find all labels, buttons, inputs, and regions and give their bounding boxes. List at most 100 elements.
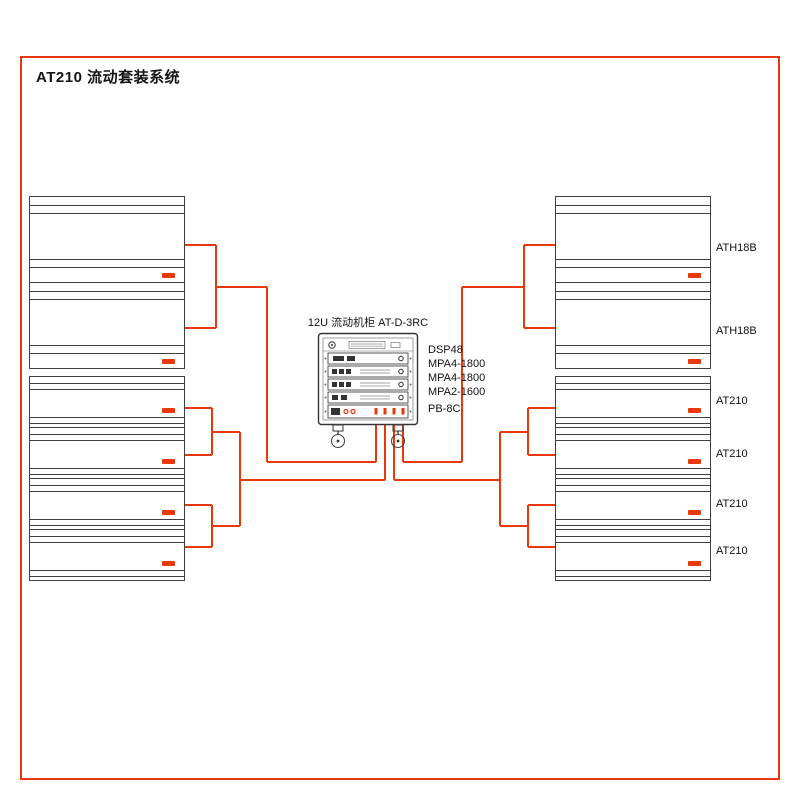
speaker-label: ATH18B bbox=[716, 242, 757, 254]
grill-line bbox=[30, 291, 184, 292]
speaker-stack-right-bottom bbox=[555, 376, 711, 581]
grill-line bbox=[30, 468, 184, 469]
grill-line bbox=[556, 468, 710, 469]
grill-line bbox=[30, 353, 184, 354]
grill-line bbox=[30, 570, 184, 571]
grill-line bbox=[30, 536, 184, 537]
power-socket bbox=[343, 408, 349, 415]
rack-unit-mpa2-1600 bbox=[327, 391, 409, 404]
power-socket bbox=[374, 408, 378, 415]
rack-unit-label: MPA4-1800 bbox=[428, 372, 486, 384]
brand-badge bbox=[162, 561, 175, 566]
rack-top-panel bbox=[323, 341, 413, 352]
grill-line bbox=[556, 542, 710, 543]
rack-rail-screws bbox=[324, 357, 412, 413]
brand-badge bbox=[688, 561, 701, 566]
power-socket bbox=[392, 408, 396, 415]
grill-line bbox=[30, 525, 184, 526]
grill-line bbox=[556, 536, 710, 537]
grill-line bbox=[556, 474, 710, 475]
grill-line bbox=[556, 440, 710, 441]
speaker-cabinet bbox=[555, 376, 711, 428]
grill-line bbox=[30, 259, 184, 260]
speaker-cabinet bbox=[555, 282, 711, 369]
grill-line bbox=[30, 519, 184, 520]
brand-badge bbox=[688, 510, 701, 515]
brand-badge bbox=[162, 510, 175, 515]
speaker-cabinet bbox=[555, 427, 711, 479]
grill-line bbox=[556, 353, 710, 354]
logo-icon bbox=[328, 341, 336, 349]
speaker-cabinet bbox=[29, 478, 185, 530]
grill-line bbox=[556, 291, 710, 292]
grill-line bbox=[30, 485, 184, 486]
grill-line bbox=[556, 299, 710, 300]
brand-badge bbox=[162, 408, 175, 413]
grill-line bbox=[556, 213, 710, 214]
rack-unit-dsp48 bbox=[327, 352, 409, 365]
rack-unit-mpa4-1800-2 bbox=[327, 378, 409, 391]
grill-line bbox=[556, 383, 710, 384]
rack-inner-frame bbox=[322, 337, 414, 421]
grill-line bbox=[556, 485, 710, 486]
page-border bbox=[20, 56, 780, 780]
grill-line bbox=[30, 474, 184, 475]
grill-line bbox=[30, 576, 184, 577]
speaker-label: AT210 bbox=[716, 498, 748, 510]
speaker-cabinet bbox=[29, 282, 185, 369]
rack-unit-pb8c bbox=[327, 404, 409, 419]
brand-badge bbox=[162, 273, 175, 278]
rack-unit-label: MPA2-1600 bbox=[428, 386, 486, 398]
grill-line bbox=[556, 259, 710, 260]
rack-unit-label: PB-8C bbox=[428, 403, 461, 415]
grill-line bbox=[30, 389, 184, 390]
rack-title: 12U 流动机柜 AT-D-3RC bbox=[307, 317, 429, 329]
speaker-label: ATH18B bbox=[716, 325, 757, 337]
grill-line bbox=[30, 417, 184, 418]
grill-line bbox=[30, 440, 184, 441]
grill-line bbox=[556, 519, 710, 520]
grill-line bbox=[30, 434, 184, 435]
handle-recess bbox=[390, 342, 401, 348]
caster-icon-left bbox=[330, 424, 346, 449]
speaker-stack-right-top bbox=[555, 196, 711, 369]
grill-line bbox=[30, 267, 184, 268]
grill-line bbox=[556, 345, 710, 346]
grill-line bbox=[30, 383, 184, 384]
vent-slot bbox=[348, 341, 386, 349]
brand-badge bbox=[688, 459, 701, 464]
speaker-stack-left-top bbox=[29, 196, 185, 369]
power-socket bbox=[401, 408, 405, 415]
grill-line bbox=[556, 434, 710, 435]
power-socket bbox=[383, 408, 387, 415]
grill-line bbox=[556, 389, 710, 390]
grill-line bbox=[30, 205, 184, 206]
brand-badge bbox=[688, 359, 701, 364]
speaker-label: AT210 bbox=[716, 448, 748, 460]
speaker-cabinet bbox=[29, 196, 185, 283]
grill-line bbox=[30, 542, 184, 543]
speaker-label: AT210 bbox=[716, 395, 748, 407]
brand-badge bbox=[162, 359, 175, 364]
speaker-cabinet bbox=[555, 196, 711, 283]
speaker-cabinet bbox=[29, 529, 185, 581]
rack-unit-mpa4-1800-1 bbox=[327, 365, 409, 378]
brand-badge bbox=[162, 459, 175, 464]
grill-line bbox=[556, 491, 710, 492]
grill-line bbox=[30, 491, 184, 492]
brand-badge bbox=[688, 408, 701, 413]
grill-line bbox=[556, 417, 710, 418]
grill-line bbox=[30, 213, 184, 214]
grill-line bbox=[556, 570, 710, 571]
grill-line bbox=[556, 205, 710, 206]
speaker-cabinet bbox=[555, 529, 711, 581]
grill-line bbox=[556, 525, 710, 526]
grill-line bbox=[30, 299, 184, 300]
grill-line bbox=[30, 423, 184, 424]
speaker-label: AT210 bbox=[716, 545, 748, 557]
speaker-cabinet bbox=[29, 376, 185, 428]
grill-line bbox=[556, 267, 710, 268]
caster-icon-right bbox=[390, 424, 406, 449]
power-socket bbox=[350, 408, 356, 415]
